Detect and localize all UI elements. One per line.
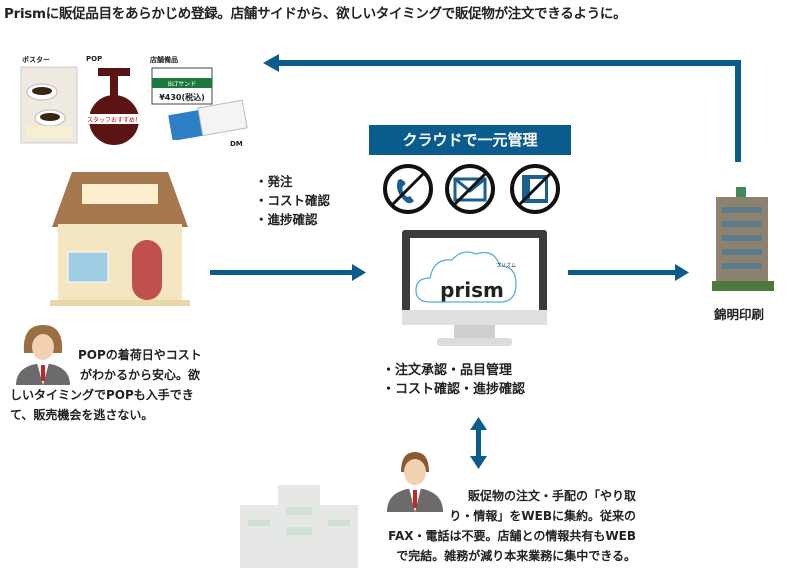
page-title: Prismに販促品目をあらかじめ登録。店舗サイドから、欲しいタイミングで販促物が…: [4, 6, 627, 22]
monitor-prism: プリズム prism: [402, 230, 547, 346]
dm-label: DM: [230, 140, 243, 148]
no-phone-icon: [383, 164, 433, 214]
no-icons: [383, 164, 560, 214]
store-comment-line: しいタイミングでPOPも入手でき: [10, 388, 194, 402]
poster-image: [20, 66, 78, 144]
store-comment-line: がわかるから安心。欲: [80, 368, 201, 382]
hq-comment: 販促物の注文・手配の「やり取 り・情報」をWEBに集約。従来の FAX・電話は不…: [376, 486, 636, 566]
hq-comment-line: り・情報」をWEBに集約。従来の: [449, 509, 636, 523]
hq-actions: ・注文承認・品目管理 ・コスト確認・進捗確認: [382, 361, 525, 399]
pop-text: スタッフおすすめ！: [88, 116, 140, 124]
hq-double-arrow: [470, 417, 487, 469]
store-supplies-image: BLTサンド ¥430(税込): [151, 67, 248, 140]
hq-action: ・注文承認・品目管理: [382, 363, 513, 378]
prism-logo-kana: プリズム: [496, 262, 516, 269]
store-house-icon: [50, 172, 190, 306]
store-actions: ・発注 ・コスト確認 ・進捗確認: [255, 172, 330, 229]
hq-comment-line: で完結。雑務が減り本来業務に集中できる。: [396, 549, 636, 563]
pop-image: スタッフおすすめ！: [88, 68, 140, 145]
store-action: ・進捗確認: [255, 212, 318, 227]
pop-label: POP: [86, 55, 103, 63]
prism-logo: prism: [440, 278, 504, 302]
return-arrow: [263, 54, 741, 162]
no-mail-icon: [445, 164, 495, 214]
store-comment: POPの着荷日やコスト がわかるから安心。欲 しいタイミングでPOPも入手でき …: [10, 345, 250, 425]
hq-action: ・コスト確認・進捗確認: [382, 382, 526, 397]
printer-building-icon: [712, 187, 774, 291]
store-comment-line: POPの着荷日やコスト: [78, 348, 202, 362]
hq-buildings-icon: [240, 485, 358, 568]
sign-item: BLTサンド: [168, 81, 196, 88]
store-comment-line: て、販売機会を逃さない。: [10, 408, 154, 422]
store-action: ・発注: [255, 174, 293, 189]
prism-to-printer-arrow: [568, 264, 689, 281]
hq-staff-avatar: [387, 452, 443, 512]
no-fax-icon: [510, 164, 560, 214]
printer-label: 錦明印刷: [714, 307, 765, 322]
poster-label: ポスター: [22, 56, 50, 64]
cloud-banner: クラウドで一元管理: [369, 125, 571, 155]
store-staff-avatar: [16, 325, 70, 385]
store-to-prism-arrow: [210, 264, 366, 281]
sign-price: ¥430(税込): [159, 92, 205, 102]
store-supplies-label: 店舗備品: [150, 56, 178, 64]
hq-comment-line: FAX・電話は不要。店舗との情報共有もWEB: [388, 529, 636, 543]
store-action: ・コスト確認: [255, 193, 331, 208]
hq-comment-line: 販促物の注文・手配の「やり取: [467, 489, 636, 503]
